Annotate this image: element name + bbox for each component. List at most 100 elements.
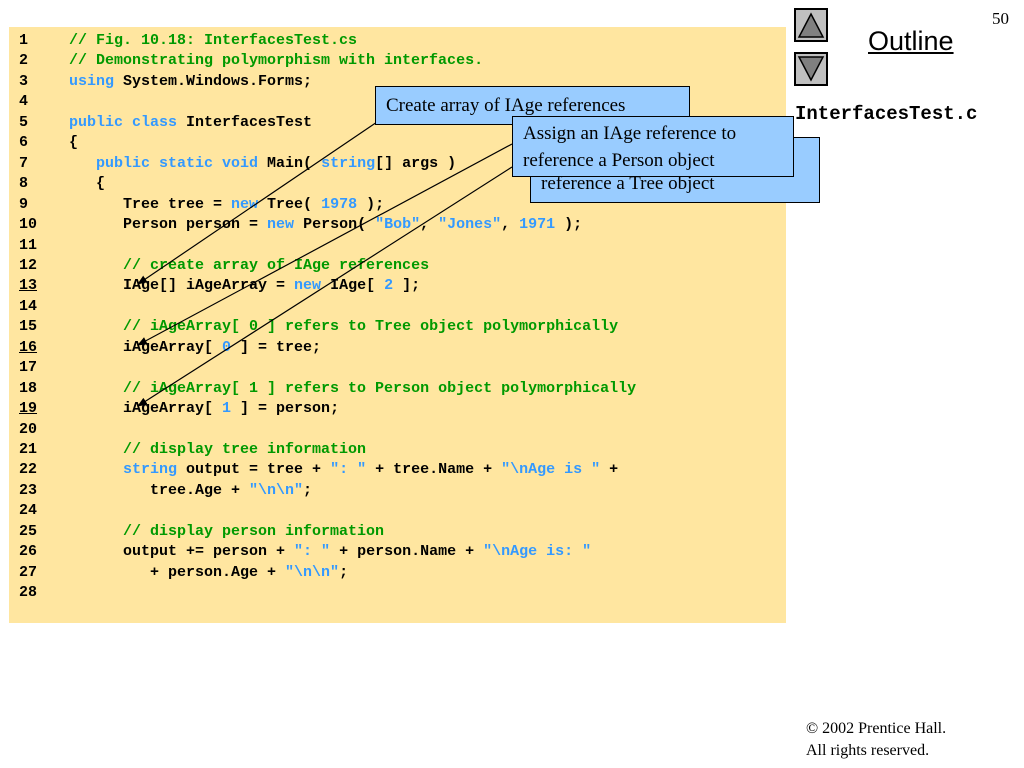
code-token-plain: Person person =: [69, 216, 268, 234]
code-token-com: // display tree information: [123, 441, 367, 458]
code-text: // iAgeArray[ 1 ] refers to Person objec…: [69, 379, 636, 399]
copyright-notice: © 2002 Prentice Hall. All rights reserve…: [806, 718, 946, 762]
code-text: public class InterfacesTest: [69, 113, 312, 133]
code-text: // Fig. 10.18: InterfacesTest.cs: [69, 31, 357, 51]
code-token-num: 1971: [519, 216, 556, 234]
code-token-com: // Fig. 10.18: InterfacesTest.cs: [69, 32, 358, 49]
code-token-plain: ,: [420, 216, 439, 234]
code-token-str: "\n\n": [249, 481, 304, 499]
code-line: 26 output += person + ": " + person.Name…: [9, 542, 786, 562]
code-token-str: ": ": [294, 543, 331, 561]
line-number: 10: [19, 216, 38, 234]
code-token-str: "\nAge is: ": [483, 543, 592, 561]
code-line: 28: [9, 583, 786, 603]
code-token-str: ": ": [330, 461, 367, 479]
callout-assign-tree-text: reference a Tree object: [541, 173, 715, 194]
line-number: 17: [19, 359, 38, 377]
triangle-down-icon: [797, 56, 825, 82]
copyright-line-2: All rights reserved.: [806, 742, 930, 759]
code-token-com: // iAgeArray[ 0 ] refers to Tree object …: [123, 318, 619, 336]
code-token-plain: IAge[] iAgeArray =: [69, 277, 295, 295]
code-token-plain: {: [69, 175, 106, 193]
code-token-num: 0: [222, 338, 232, 356]
outline-link[interactable]: Outline: [868, 26, 954, 56]
code-token-com: // Demonstrating polymorphism with inter…: [69, 52, 484, 70]
code-token-plain: iAgeArray[: [69, 338, 223, 356]
code-text: // display person information: [69, 522, 384, 542]
code-token-num: 2: [384, 277, 394, 295]
callout-assign-person-line2: reference a Person object: [523, 150, 715, 171]
triangle-up-icon: [797, 12, 825, 38]
previous-slide-button[interactable]: [794, 8, 828, 42]
line-number: 15: [19, 318, 38, 336]
code-token-plain: {: [69, 134, 79, 152]
code-text: // display tree information: [69, 440, 366, 460]
code-token-plain: +: [600, 461, 619, 479]
line-number: 5: [19, 113, 29, 131]
code-text: {: [69, 174, 105, 194]
next-slide-button[interactable]: [794, 52, 828, 86]
code-token-plain: ;: [303, 481, 313, 499]
code-line: 12 // create array of IAge references: [9, 256, 786, 276]
code-token-plain: + person.Name +: [330, 543, 484, 561]
code-token-plain: Tree tree =: [69, 195, 232, 213]
code-line: 24: [9, 501, 786, 521]
code-line: 14: [9, 297, 786, 317]
code-text: // iAgeArray[ 0 ] refers to Tree object …: [69, 317, 618, 337]
code-token-plain: [69, 257, 123, 274]
code-token-kw: public class: [69, 113, 178, 131]
code-token-str: "\n\n": [285, 563, 340, 581]
code-token-plain: );: [555, 216, 583, 234]
code-line: 4: [9, 92, 786, 112]
code-line: 16 iAgeArray[ 0 ] = tree;: [9, 338, 786, 358]
code-token-plain: ];: [393, 277, 421, 295]
code-line: 6{: [9, 133, 786, 153]
code-token-com: // iAgeArray[ 1 ] refers to Person objec…: [123, 379, 637, 397]
code-text: Person person = new Person( "Bob", "Jone…: [69, 215, 582, 235]
line-number: 22: [19, 461, 38, 479]
code-token-kw: new: [294, 277, 322, 295]
code-token-plain: tree.Age +: [69, 481, 250, 499]
code-token-plain: output += person +: [69, 543, 295, 561]
code-token-plain: ,: [501, 216, 520, 234]
page-number: 50: [992, 9, 1009, 28]
line-number: 3: [19, 72, 29, 90]
line-number: 26: [19, 543, 38, 561]
code-text: // create array of IAge references: [69, 256, 429, 276]
code-token-kw: string: [321, 154, 376, 172]
code-token-kw: string: [123, 461, 178, 479]
code-token-com: // create array of IAge references: [123, 256, 430, 274]
code-token-plain: ;: [339, 563, 349, 581]
code-text: iAgeArray[ 1 ] = person;: [69, 399, 339, 419]
code-line: 22 string output = tree + ": " + tree.Na…: [9, 460, 786, 480]
code-text: string output = tree + ": " + tree.Name …: [69, 460, 618, 480]
code-line: 27 + person.Age + "\n\n";: [9, 563, 786, 583]
code-text: {: [69, 133, 78, 153]
code-token-str: "Bob": [375, 216, 421, 234]
code-token-plain: + person.Age +: [69, 563, 286, 581]
code-text: tree.Age + "\n\n";: [69, 481, 312, 501]
code-line: 21 // display tree information: [9, 440, 786, 460]
line-number: 6: [19, 134, 29, 152]
callout-assign-person-line1: Assign an IAge reference to: [523, 123, 737, 144]
line-number: 28: [19, 584, 38, 602]
line-number: 23: [19, 481, 38, 499]
code-token-str: "\nAge is ": [501, 461, 601, 479]
code-text: public static void Main( string[] args ): [69, 154, 456, 174]
copyright-line-1: © 2002 Prentice Hall.: [806, 720, 947, 737]
code-token-plain: [69, 523, 123, 540]
code-token-num: 1978: [321, 195, 358, 213]
line-number: 8: [19, 175, 29, 193]
code-line: 20: [9, 420, 786, 440]
line-number: 12: [19, 256, 38, 274]
code-token-plain: output = tree +: [177, 461, 331, 479]
code-token-num: 1: [222, 400, 232, 418]
code-text: Tree tree = new Tree( 1978 );: [69, 195, 384, 215]
code-line: 8 {: [9, 174, 786, 194]
code-token-plain: );: [357, 195, 385, 213]
code-line: 18 // iAgeArray[ 1 ] refers to Person ob…: [9, 379, 786, 399]
code-text: iAgeArray[ 0 ] = tree;: [69, 338, 321, 358]
callout-create-array-text: Create array of IAge references: [386, 95, 626, 116]
code-line: 19 iAgeArray[ 1 ] = person;: [9, 399, 786, 419]
